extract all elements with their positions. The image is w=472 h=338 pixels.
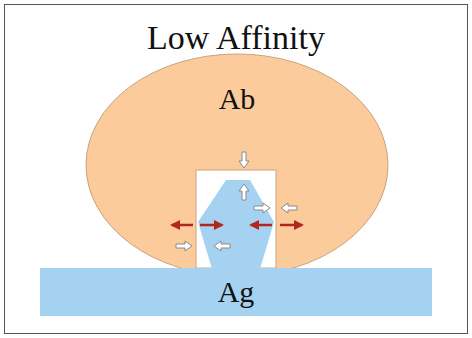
force-arrow (281, 203, 297, 213)
node-label: Ab (219, 81, 256, 117)
repulsion-arrow (200, 224, 222, 227)
antigen-bar: Ag (40, 268, 432, 316)
antibody-body (86, 54, 388, 276)
repulsion-arrow (280, 224, 302, 227)
force-arrow (239, 184, 249, 200)
node-label: Ag (218, 274, 255, 310)
epitope-shape (198, 180, 274, 269)
repulsion-arrow (251, 224, 272, 227)
force-arrow (214, 241, 230, 251)
repulsion-arrow (172, 224, 193, 227)
force-arrow (176, 241, 192, 251)
diagram-title: Low Affinity (0, 16, 472, 60)
force-arrow (239, 152, 249, 168)
force-arrow (254, 203, 270, 213)
